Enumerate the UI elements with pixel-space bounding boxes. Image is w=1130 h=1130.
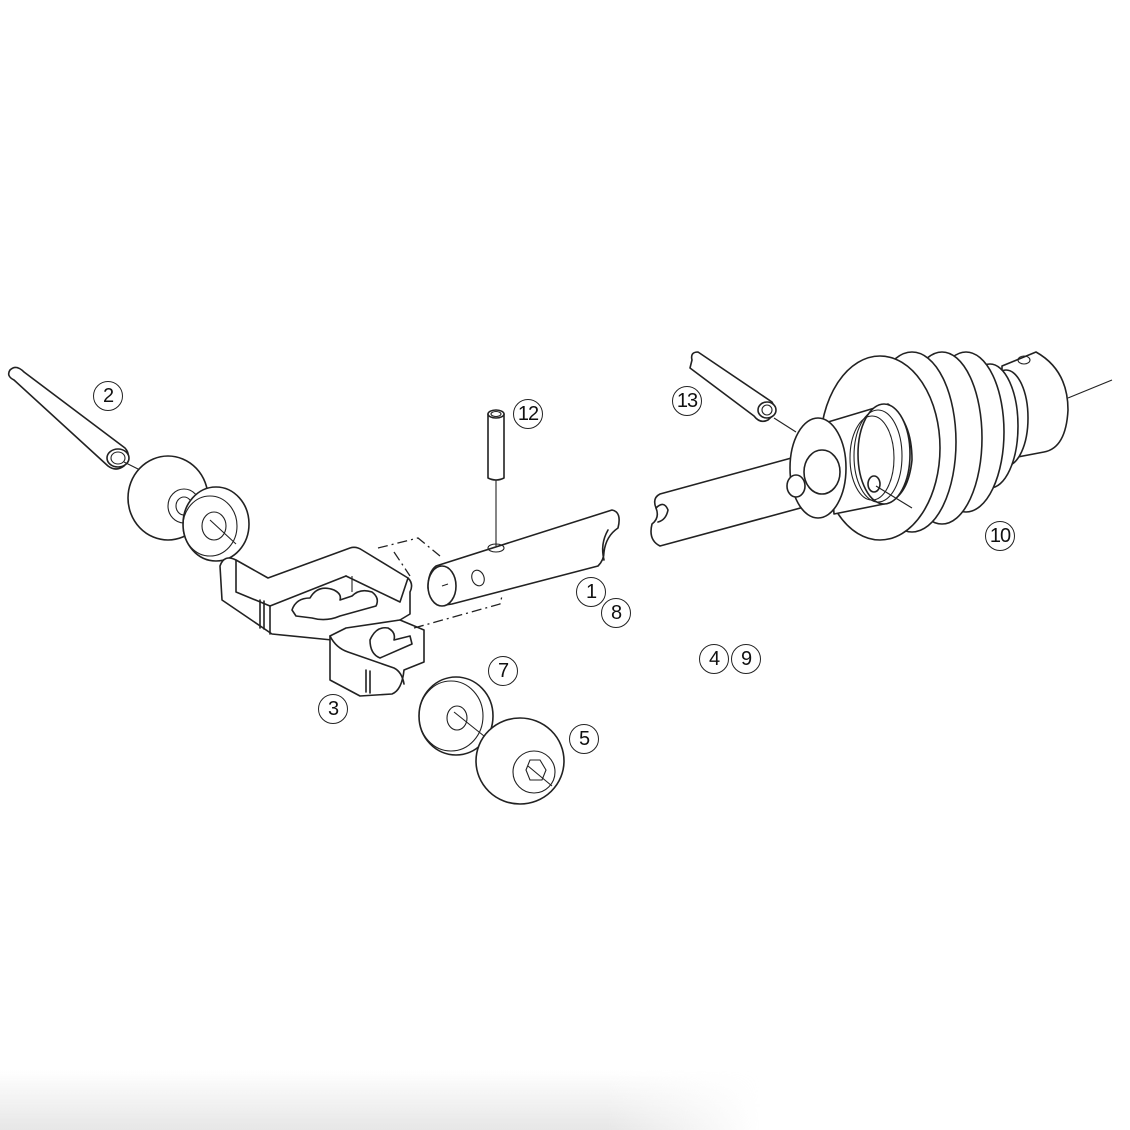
callout-9: 9: [731, 644, 761, 674]
callout-label: 9: [740, 647, 752, 670]
callout-label: 5: [578, 727, 590, 750]
right-shaft: [650, 453, 831, 547]
reference-line: [393, 551, 411, 577]
shaft: [427, 509, 620, 607]
callout-3: 3: [318, 694, 348, 724]
callout-label: 10: [989, 524, 1011, 547]
pin-right: [689, 351, 797, 433]
vertical-pin: [487, 409, 505, 546]
bushing: [475, 717, 565, 805]
boot-assembly: [786, 351, 1113, 541]
callout-label: 12: [517, 402, 539, 425]
callout-label: 4: [708, 647, 720, 670]
callout-label: 1: [585, 580, 597, 603]
bottom-shadow: [0, 1070, 760, 1130]
callout-label: 3: [327, 697, 339, 720]
callout-2: 2: [93, 381, 123, 411]
callout-1: 1: [576, 577, 606, 607]
callout-label: 7: [497, 659, 509, 682]
callout-8: 8: [601, 598, 631, 628]
reference-line: [413, 595, 503, 629]
reference-line: [377, 537, 441, 557]
callout-4: 4: [699, 644, 729, 674]
callout-12: 12: [513, 399, 543, 429]
callout-label: 13: [676, 389, 698, 412]
callout-10: 10: [985, 521, 1015, 551]
left-washer: [182, 486, 250, 562]
callout-label: 2: [102, 384, 114, 407]
callout-label: 8: [610, 601, 622, 624]
pin-left: [7, 366, 130, 470]
callout-5: 5: [569, 724, 599, 754]
bracket: [219, 546, 425, 697]
washer: [418, 676, 494, 756]
callout-13: 13: [672, 386, 702, 416]
callout-7: 7: [488, 656, 518, 686]
